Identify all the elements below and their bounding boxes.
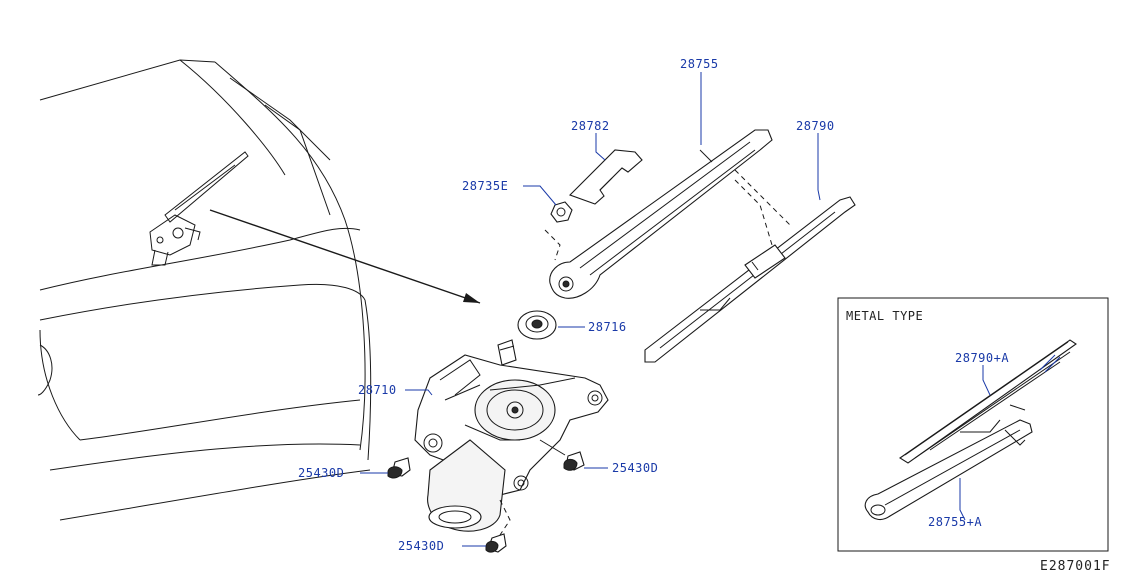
- part-28782-cover: [568, 149, 643, 205]
- label-28755: 28755: [680, 57, 719, 71]
- label-28790A: 28790+A: [955, 351, 1009, 365]
- part-28790-wiper-blade: [644, 196, 856, 363]
- label-28790: 28790: [796, 119, 835, 133]
- part-28790A-metal-blade: [899, 339, 1077, 464]
- inset-title: METAL TYPE: [846, 309, 923, 323]
- vehicle-rear-outline: [37, 59, 372, 521]
- label-28782: 28782: [571, 119, 610, 133]
- metal-type-inset: METAL TYPE 28790+A 28755+A: [837, 297, 1109, 552]
- part-28710-wiper-motor: [414, 339, 609, 532]
- label-28710: 28710: [358, 383, 397, 397]
- part-28755A-metal-arm: [864, 419, 1033, 521]
- label-28716: 28716: [588, 320, 627, 334]
- leader-lines: [360, 72, 821, 547]
- part-25430D-bolt-bottom: [485, 533, 507, 553]
- label-28755A: 28755+A: [928, 515, 982, 529]
- vehicle-wiper-thumbnail: [149, 151, 249, 266]
- label-25430D-bottom: 25430D: [398, 539, 444, 553]
- part-25430D-bolt-right: [563, 451, 585, 471]
- part-28716-washer: [517, 310, 557, 340]
- part-25430D-bolt-left: [387, 457, 411, 479]
- label-25430D-left: 25430D: [298, 466, 344, 480]
- part-28735E-nut: [550, 201, 573, 223]
- label-28735E: 28735E: [462, 179, 508, 193]
- pointer-arrow: [209, 209, 481, 304]
- diagram-reference-code: E287001F: [1040, 559, 1111, 571]
- label-25430D-right: 25430D: [612, 461, 658, 475]
- part-28755-wiper-arm: [549, 129, 773, 299]
